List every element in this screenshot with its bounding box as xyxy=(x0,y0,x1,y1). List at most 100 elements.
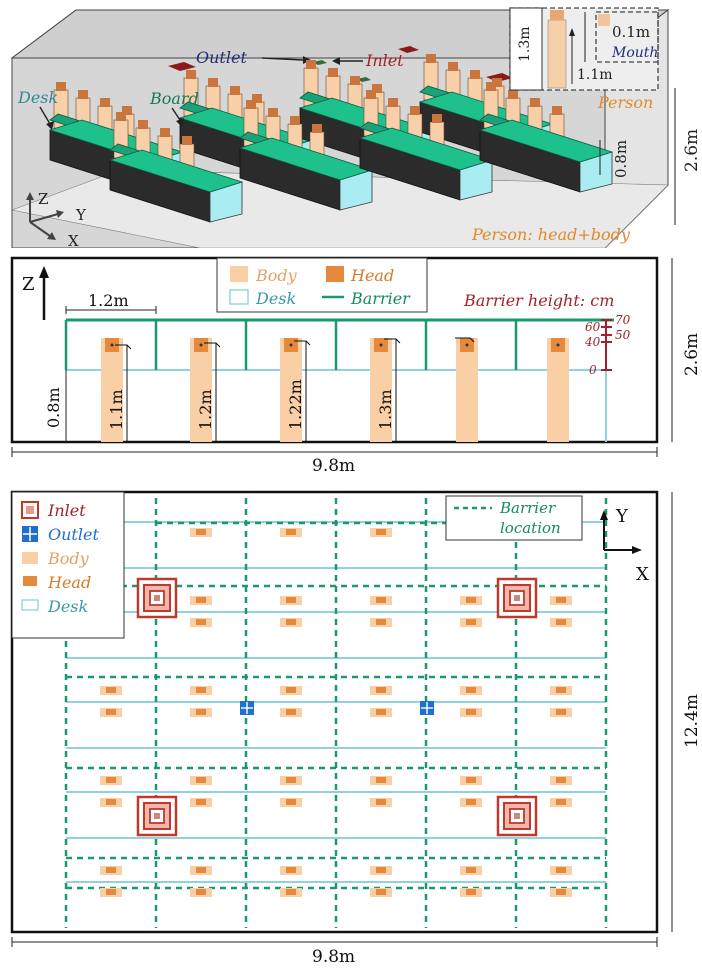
person-body xyxy=(190,338,212,442)
person-head xyxy=(552,106,562,115)
person-head xyxy=(530,98,540,107)
mouth-point xyxy=(465,343,469,347)
head-size-label: 0.1m xyxy=(612,23,650,41)
inlet-marker-center xyxy=(514,813,520,819)
person-label: Person xyxy=(597,93,653,112)
legend-desk-swatch xyxy=(21,599,39,611)
legend-inlet-text: Inlet xyxy=(47,501,86,520)
desk-height-label: 0.8m xyxy=(612,140,630,178)
person-head xyxy=(160,128,170,137)
person-head xyxy=(376,709,386,715)
tick-60: 60 xyxy=(585,320,601,334)
person-head xyxy=(492,78,502,87)
person-head xyxy=(466,889,476,895)
inset-mouth-box xyxy=(598,14,610,26)
plan-axis-x: X xyxy=(636,564,649,585)
person-head xyxy=(486,82,496,91)
inlet-vent xyxy=(168,62,196,71)
mouth-point xyxy=(556,343,560,347)
height-marker-tick xyxy=(455,337,475,343)
person-head xyxy=(376,867,386,873)
inset-person-head xyxy=(550,10,564,20)
person-head xyxy=(466,619,476,625)
person-head xyxy=(106,867,116,873)
person-body xyxy=(280,338,302,442)
outlet-vent xyxy=(357,77,371,82)
side-desk-height: 0.8m xyxy=(44,387,63,428)
person-head xyxy=(106,709,116,715)
plan-room-height: 12.4m xyxy=(682,694,702,748)
person-head xyxy=(122,106,132,115)
person-head xyxy=(196,889,206,895)
person-head xyxy=(470,70,480,79)
person-body xyxy=(370,338,392,442)
person-head xyxy=(376,889,386,895)
tick-70: 70 xyxy=(615,313,631,327)
person-head xyxy=(286,867,296,873)
inlet-marker-center xyxy=(154,595,160,601)
legend-barrier-text: Barrier xyxy=(350,289,411,308)
person-head xyxy=(376,597,386,603)
person-head xyxy=(208,78,218,87)
outlet-vent xyxy=(313,60,327,65)
person-head xyxy=(556,777,566,783)
inlet-marker-center xyxy=(514,595,520,601)
tick-50: 50 xyxy=(615,328,631,342)
person-head xyxy=(366,90,376,99)
person-head xyxy=(196,619,206,625)
person-head xyxy=(376,777,386,783)
axis-y-label: Y xyxy=(75,206,87,224)
person-definition-label: Person: head+body xyxy=(471,225,631,244)
person-height-label: 1.2m xyxy=(196,389,215,430)
person-head xyxy=(376,529,386,535)
plan-content xyxy=(64,498,608,928)
inlet-marker-inner xyxy=(503,584,531,612)
person-head xyxy=(246,100,256,109)
seat-spacing-label: 1.2m xyxy=(88,291,129,310)
legend-head-text: Head xyxy=(350,266,394,285)
person-body xyxy=(547,338,569,442)
side-axis-z: Z xyxy=(22,274,35,295)
mouth-point xyxy=(110,343,114,347)
person-head xyxy=(196,597,206,603)
inlet-vent xyxy=(398,46,419,53)
person-head xyxy=(432,114,442,123)
room-height-label: 2.6m xyxy=(682,129,702,172)
person-head xyxy=(466,777,476,783)
person-head xyxy=(376,799,386,805)
plan-legend xyxy=(11,491,125,639)
person-head xyxy=(196,799,206,805)
person-head xyxy=(106,799,116,805)
person-head xyxy=(106,777,116,783)
barrier-height-title: Barrier height: cm xyxy=(463,291,614,310)
person-head xyxy=(556,597,566,603)
person-head xyxy=(306,60,316,69)
person-head xyxy=(376,619,386,625)
plan-axis-y: Y xyxy=(615,506,629,527)
person-head xyxy=(556,867,566,873)
person-head xyxy=(286,777,296,783)
plan-view-panel: Inlet Outlet Body Head Desk Barrier loca… xyxy=(10,490,702,967)
outlet-label: Outlet xyxy=(196,48,247,67)
person-inset xyxy=(509,7,659,91)
inset-person-body xyxy=(547,19,567,89)
person-head xyxy=(116,112,126,121)
person-head xyxy=(100,98,110,107)
person-head xyxy=(106,889,116,895)
person-head xyxy=(448,62,458,71)
tick-0: 0 xyxy=(589,363,597,377)
legend-desk-swatch xyxy=(229,289,249,305)
desk-clusters xyxy=(48,54,614,223)
person-head xyxy=(196,709,206,715)
person-head xyxy=(388,98,398,107)
person-head xyxy=(556,619,566,625)
person-head xyxy=(106,687,116,693)
person-head xyxy=(286,597,296,603)
legend-body-swatch xyxy=(230,266,248,282)
legend-body-text: Body xyxy=(255,266,298,285)
person-head xyxy=(556,709,566,715)
person-head xyxy=(252,94,262,103)
person-head xyxy=(182,136,192,145)
person-head xyxy=(350,76,360,85)
person-body xyxy=(456,338,478,442)
